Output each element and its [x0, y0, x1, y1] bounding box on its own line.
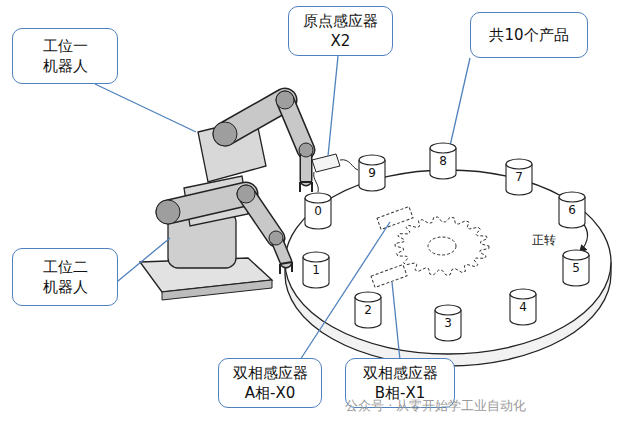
callout-text: 双相感应器 B相-X1 — [358, 363, 442, 404]
cylinder-top — [303, 252, 329, 262]
callout-text: 工位一 机器人 — [38, 36, 92, 77]
cylinder-top — [435, 305, 461, 315]
product-number: 9 — [358, 166, 386, 180]
product-number: 5 — [562, 261, 590, 275]
callout-text: 共10个产品 — [489, 25, 568, 45]
robot-joint — [237, 185, 255, 203]
callout-box: 双相感应器 A相-X0 — [218, 358, 322, 408]
callout-box: 工位一 机器人 — [12, 28, 118, 84]
sensor-wire — [340, 160, 358, 170]
product-cylinder: 1 — [302, 251, 330, 289]
cylinder-top — [430, 143, 456, 153]
phase-sensor — [371, 265, 407, 288]
sensor-wire — [314, 172, 319, 192]
callout-text: 工位二 机器人 — [38, 257, 92, 298]
product-number: 7 — [505, 170, 533, 184]
product-cylinder: 2 — [354, 291, 382, 329]
cylinder-top — [559, 192, 585, 202]
robot-joint — [156, 200, 180, 224]
origin-sensor — [312, 154, 340, 172]
product-number: 3 — [434, 316, 462, 330]
phase-sensor — [377, 207, 413, 230]
robot-joint — [276, 91, 294, 109]
product-number: 2 — [354, 303, 382, 317]
leader-line — [300, 222, 390, 360]
leader-line — [392, 282, 400, 360]
cylinder-top — [355, 292, 381, 302]
gear-hub — [428, 237, 456, 255]
callout-box: 原点感应器 X2 — [288, 6, 393, 56]
product-cylinder: 0 — [304, 192, 332, 230]
product-cylinder: 9 — [358, 154, 386, 192]
product-number: 8 — [429, 154, 457, 168]
robot-joint — [299, 143, 313, 157]
product-cylinder: 3 — [434, 304, 462, 342]
product-cylinder: 5 — [562, 249, 590, 287]
product-number: 4 — [509, 300, 537, 314]
callout-box: 共10个产品 — [470, 12, 588, 58]
robot-gripper — [300, 182, 312, 192]
product-cylinder: 6 — [558, 191, 586, 229]
cylinder-top — [359, 155, 385, 165]
product-cylinder: 8 — [429, 142, 457, 180]
callout-text: 双相感应器 A相-X0 — [228, 363, 312, 404]
leader-line — [95, 84, 196, 132]
leader-line — [328, 56, 338, 156]
cylinder-top — [510, 289, 536, 299]
robot-base — [162, 280, 272, 300]
gear — [395, 217, 489, 275]
rotary-table — [285, 170, 611, 354]
product-cylinder: 7 — [505, 158, 533, 196]
direction-label: 正转 — [532, 232, 556, 249]
cylinder-top — [563, 250, 589, 260]
product-number: 0 — [304, 204, 332, 218]
watermark: 公众号 · 从零开始学工业自动化 — [345, 397, 526, 415]
cylinder-top — [506, 159, 532, 169]
robot-joint — [269, 231, 283, 245]
product-cylinder: 4 — [509, 288, 537, 326]
callout-box: 工位二 机器人 — [12, 248, 118, 306]
cylinder-top — [305, 193, 331, 203]
product-number: 6 — [558, 203, 586, 217]
leader-line — [450, 58, 470, 146]
callout-text: 原点感应器 X2 — [299, 11, 383, 52]
product-number: 1 — [302, 263, 330, 277]
robot-joint — [213, 122, 237, 146]
robot-gripper — [280, 262, 292, 274]
